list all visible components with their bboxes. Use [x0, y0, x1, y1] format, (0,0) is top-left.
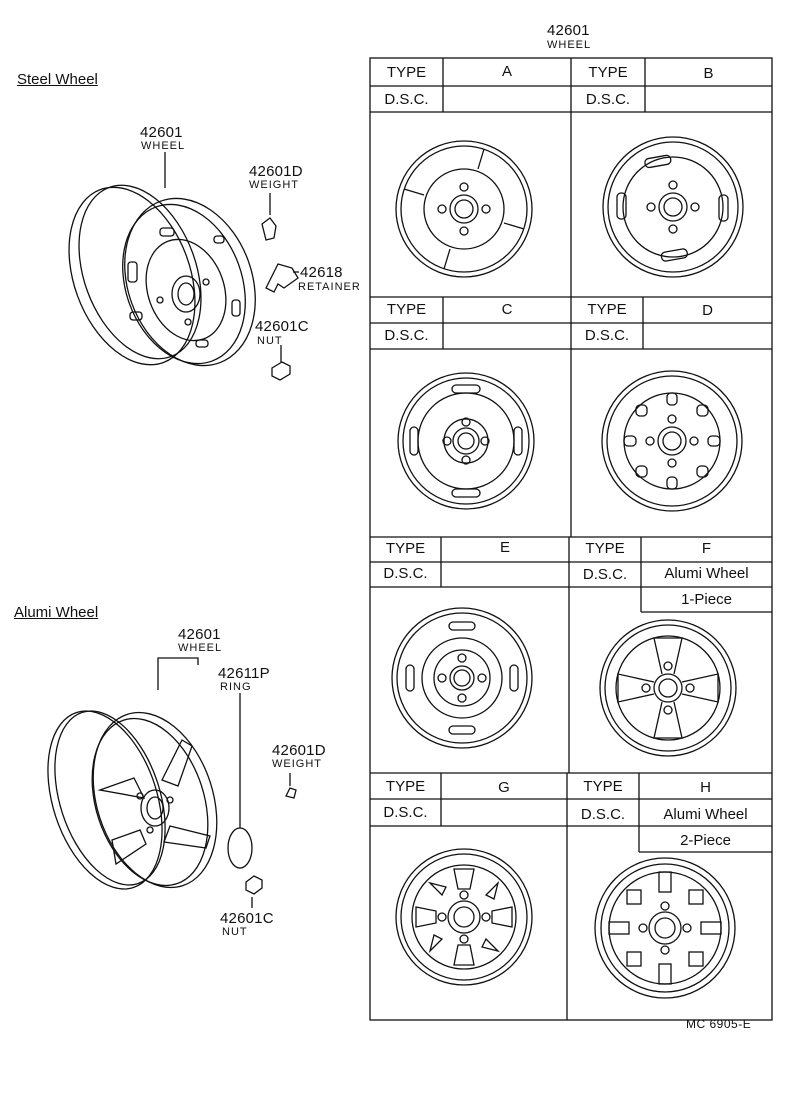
type-label-e: TYPE	[385, 540, 426, 557]
type-value-f: F	[701, 540, 712, 557]
steel-wheel-title: Steel Wheel	[17, 71, 98, 88]
ring-part-name: RING	[220, 681, 252, 693]
wheel-face-g	[395, 848, 533, 986]
wheel-face-e	[391, 607, 533, 749]
dsc-label-f: D.S.C.	[582, 566, 628, 583]
dsc-label-d: D.S.C.	[584, 327, 630, 344]
type-label-f: TYPE	[585, 540, 625, 557]
type-label-a: TYPE	[386, 64, 427, 81]
steel-weight-part-number: 42601D	[249, 163, 303, 180]
type-value-d: D	[702, 302, 713, 319]
dsc-value-h: Alumi Wheel	[663, 806, 748, 823]
alumi-wheel-part-number: 42601	[178, 626, 221, 643]
type-value-b: B	[703, 65, 714, 82]
type-label-g: TYPE	[385, 778, 426, 795]
steel-wheel-part-number: 42601	[140, 124, 183, 141]
wheel-face-h	[594, 857, 736, 999]
type-value-h: H	[700, 779, 711, 796]
retainer-part-name: RETAINER	[298, 281, 361, 293]
dsc-label-a: D.S.C.	[384, 91, 429, 108]
type-label-d: TYPE	[587, 301, 627, 318]
type-value-e: E	[499, 539, 510, 556]
dsc-label-h: D.S.C.	[580, 806, 626, 823]
steel-wheel-drawing	[68, 152, 299, 381]
ring-part-number: 42611P	[218, 665, 270, 682]
dsc-label-c: D.S.C.	[384, 327, 429, 344]
steel-weight-part-name: WEIGHT	[249, 179, 299, 191]
dsc-label-g: D.S.C.	[383, 804, 428, 821]
dsc-label-b: D.S.C.	[585, 91, 631, 108]
alumi-weight-part-number: 42601D	[272, 742, 326, 759]
wheel-face-d	[601, 370, 743, 512]
alumi-wheel-drawing	[47, 657, 297, 908]
header-part-number: 42601	[547, 22, 590, 39]
dsc-label-e: D.S.C.	[383, 565, 428, 582]
retainer-part-number: 42618	[300, 264, 343, 281]
extra-value-h: 2-Piece	[680, 832, 731, 849]
alumi-weight-part-name: WEIGHT	[272, 758, 322, 770]
steel-wheel-part-name: WHEEL	[141, 140, 186, 152]
alumi-wheel-part-name: WHEEL	[178, 642, 223, 654]
drawing-code: MC 6905-E	[686, 1017, 752, 1031]
type-value-c: C	[501, 301, 513, 318]
extra-value-f: 1-Piece	[681, 591, 732, 608]
wheel-face-c	[397, 372, 535, 510]
type-table-grid	[369, 57, 773, 1021]
type-label-h: TYPE	[583, 778, 623, 795]
alumi-nut-part-number: 42601C	[220, 910, 274, 927]
wheel-face-a	[395, 140, 533, 278]
type-value-g: G	[498, 779, 510, 796]
wheel-face-f	[599, 619, 737, 757]
steel-nut-part-name: NUT	[257, 335, 283, 347]
steel-nut-part-number: 42601C	[255, 318, 309, 335]
type-label-c: TYPE	[386, 301, 427, 318]
header-part-name: WHEEL	[547, 39, 592, 51]
dsc-value-f: Alumi Wheel	[664, 565, 749, 582]
alumi-wheel-title: Alumi Wheel	[14, 604, 99, 621]
type-label-b: TYPE	[588, 64, 628, 81]
alumi-nut-part-name: NUT	[222, 926, 248, 938]
wheel-face-b	[602, 136, 744, 278]
type-value-a: A	[501, 63, 512, 80]
